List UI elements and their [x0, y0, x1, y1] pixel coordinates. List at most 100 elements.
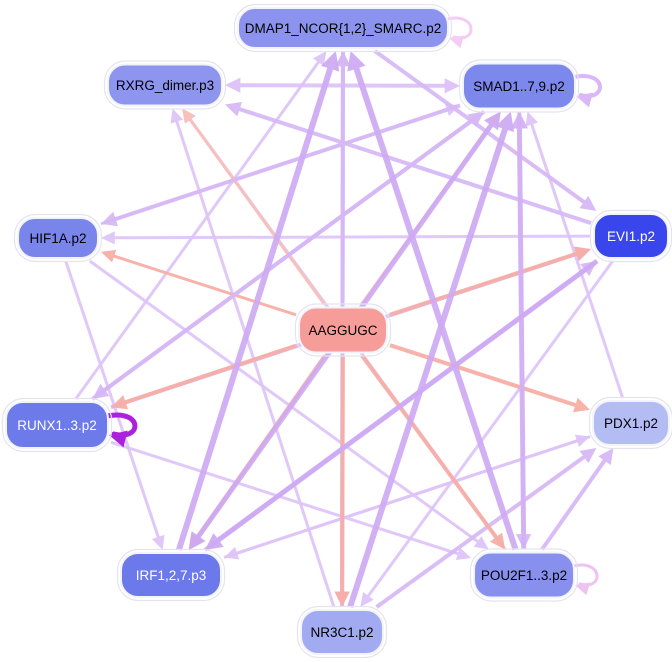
node-box — [473, 551, 575, 599]
edge-evi1-rxrg — [225, 101, 592, 225]
edge-nr3c1-pdx1 — [375, 448, 597, 609]
node-label-pdx1: PDX1.p2 — [604, 416, 658, 431]
node-nr3c1[interactable]: NR3C1.p2 — [296, 605, 388, 659]
self-loop-dmap1 — [445, 16, 473, 49]
arrowhead-icon — [444, 78, 460, 94]
arrowhead-icon — [449, 35, 465, 49]
node-outline — [13, 213, 103, 263]
node-label-pou2f1: POU2F1..3.p2 — [481, 568, 567, 583]
arrowhead-icon — [510, 111, 529, 129]
node-outline — [294, 303, 392, 357]
arrowhead-icon — [598, 448, 614, 465]
node-box — [300, 609, 384, 655]
node-label-dmap1: DMAP1_NCOR{1,2}_SMARC.p2 — [245, 21, 442, 36]
node-smad[interactable]: SMAD1..7,9.p2 — [458, 59, 580, 113]
node-box — [5, 401, 109, 449]
edge-aaggugc-pdx1 — [389, 343, 590, 413]
arrowhead-icon — [188, 531, 206, 550]
edge-pou2f1-dmap1 — [347, 51, 519, 551]
node-label-evi1: EVI1.p2 — [607, 229, 655, 244]
arrowhead-icon — [111, 394, 129, 410]
arrowhead-icon — [151, 534, 165, 550]
self-loop-pou2f1 — [571, 563, 599, 596]
node-outline — [458, 59, 580, 113]
edge-evi1-nr3c1 — [360, 260, 614, 607]
edge-evi1-hif1a — [101, 231, 592, 245]
edge-nr3c1-smad — [347, 111, 515, 608]
node-aaggugc[interactable]: AAGGUGC — [294, 303, 392, 357]
edge-runx1-dmap1 — [74, 51, 327, 400]
node-evi1[interactable]: EVI1.p2 — [589, 209, 672, 263]
arrowhead-icon — [576, 92, 593, 108]
arrowhead-icon — [579, 195, 597, 211]
arrowhead-icon — [574, 246, 591, 262]
node-label-irf: IRF1,2,7.p3 — [136, 568, 207, 583]
arrowhead-icon — [360, 591, 374, 607]
node-pou2f1[interactable]: POU2F1..3.p2 — [469, 548, 579, 602]
node-box — [17, 217, 99, 259]
node-label-smad: SMAD1..7,9.p2 — [473, 79, 565, 94]
node-box — [237, 7, 449, 49]
node-box — [298, 306, 388, 354]
node-irf[interactable]: IRF1,2,7.p3 — [116, 548, 226, 602]
node-pdx1[interactable]: PDX1.p2 — [588, 396, 672, 450]
edge-aaggugc-rxrg — [182, 108, 326, 306]
self-loop-smad — [572, 74, 602, 108]
arrowhead-icon — [575, 582, 591, 596]
arrowhead-icon — [489, 532, 506, 550]
arrowhead-icon — [334, 591, 350, 607]
self-loop-runx1 — [104, 412, 138, 448]
node-box — [107, 63, 223, 107]
arrowhead-icon — [101, 211, 119, 227]
node-label-runx1: RUNX1..3.p2 — [17, 418, 97, 433]
edge-aaggugc-runx1 — [111, 343, 297, 410]
node-box — [593, 213, 669, 259]
arrowhead-icon — [109, 430, 128, 448]
edge-hif1a-pou2f1 — [88, 259, 489, 550]
arrowhead-icon — [455, 547, 471, 561]
node-box — [592, 400, 670, 446]
node-outline — [103, 60, 227, 110]
arrowhead-icon — [525, 111, 539, 127]
edge-hif1a-irf — [64, 260, 165, 550]
edge-aaggugc-hif1a — [101, 249, 297, 317]
arrowhead-icon — [225, 101, 242, 117]
arrowhead-icon — [321, 51, 340, 72]
edge-nr3c1-rxrg — [170, 108, 336, 608]
arrowhead-icon — [101, 249, 117, 263]
node-hif1a[interactable]: HIF1A.p2 — [13, 213, 103, 263]
arrowhead-icon — [495, 111, 515, 133]
node-dmap1[interactable]: DMAP1_NCOR{1,2}_SMARC.p2 — [233, 3, 453, 53]
edge-irf-dmap1 — [175, 51, 340, 551]
node-outline — [233, 3, 453, 53]
node-box — [120, 552, 222, 598]
node-outline — [588, 396, 672, 450]
arrowhead-icon — [574, 434, 590, 448]
arrowhead-icon — [182, 108, 196, 124]
arrowhead-icon — [204, 532, 224, 550]
edge-irf-pdx1 — [223, 434, 590, 559]
arrowhead-icon — [573, 397, 590, 413]
arrowhead-icon — [347, 51, 366, 72]
node-runx1[interactable]: RUNX1..3.p2 — [1, 397, 113, 453]
node-outline — [469, 548, 579, 602]
arrowhead-icon — [579, 448, 597, 464]
edge-aaggugc-evi1 — [389, 246, 591, 317]
node-label-rxrg: RXRG_dimer.p3 — [116, 78, 214, 93]
node-rxrg[interactable]: RXRG_dimer.p3 — [103, 60, 227, 110]
node-outline — [116, 548, 226, 602]
edge-aaggugc-pou2f1 — [360, 354, 506, 550]
edge-smad-hif1a — [101, 103, 461, 227]
node-outline — [1, 397, 113, 453]
arrowhead-icon — [101, 231, 115, 245]
node-outline — [296, 605, 388, 659]
arrowhead-icon — [92, 383, 110, 399]
edge-pdx1-smad — [525, 111, 625, 399]
node-label-aaggugc: AAGGUGC — [308, 323, 377, 338]
edge-runx1-pou2f1 — [110, 440, 471, 561]
arrowhead-icon — [313, 51, 327, 67]
edge-smad-runx1 — [92, 109, 486, 399]
node-label-hif1a: HIF1A.p2 — [29, 231, 86, 246]
edge-pou2f1-smad — [510, 111, 529, 550]
